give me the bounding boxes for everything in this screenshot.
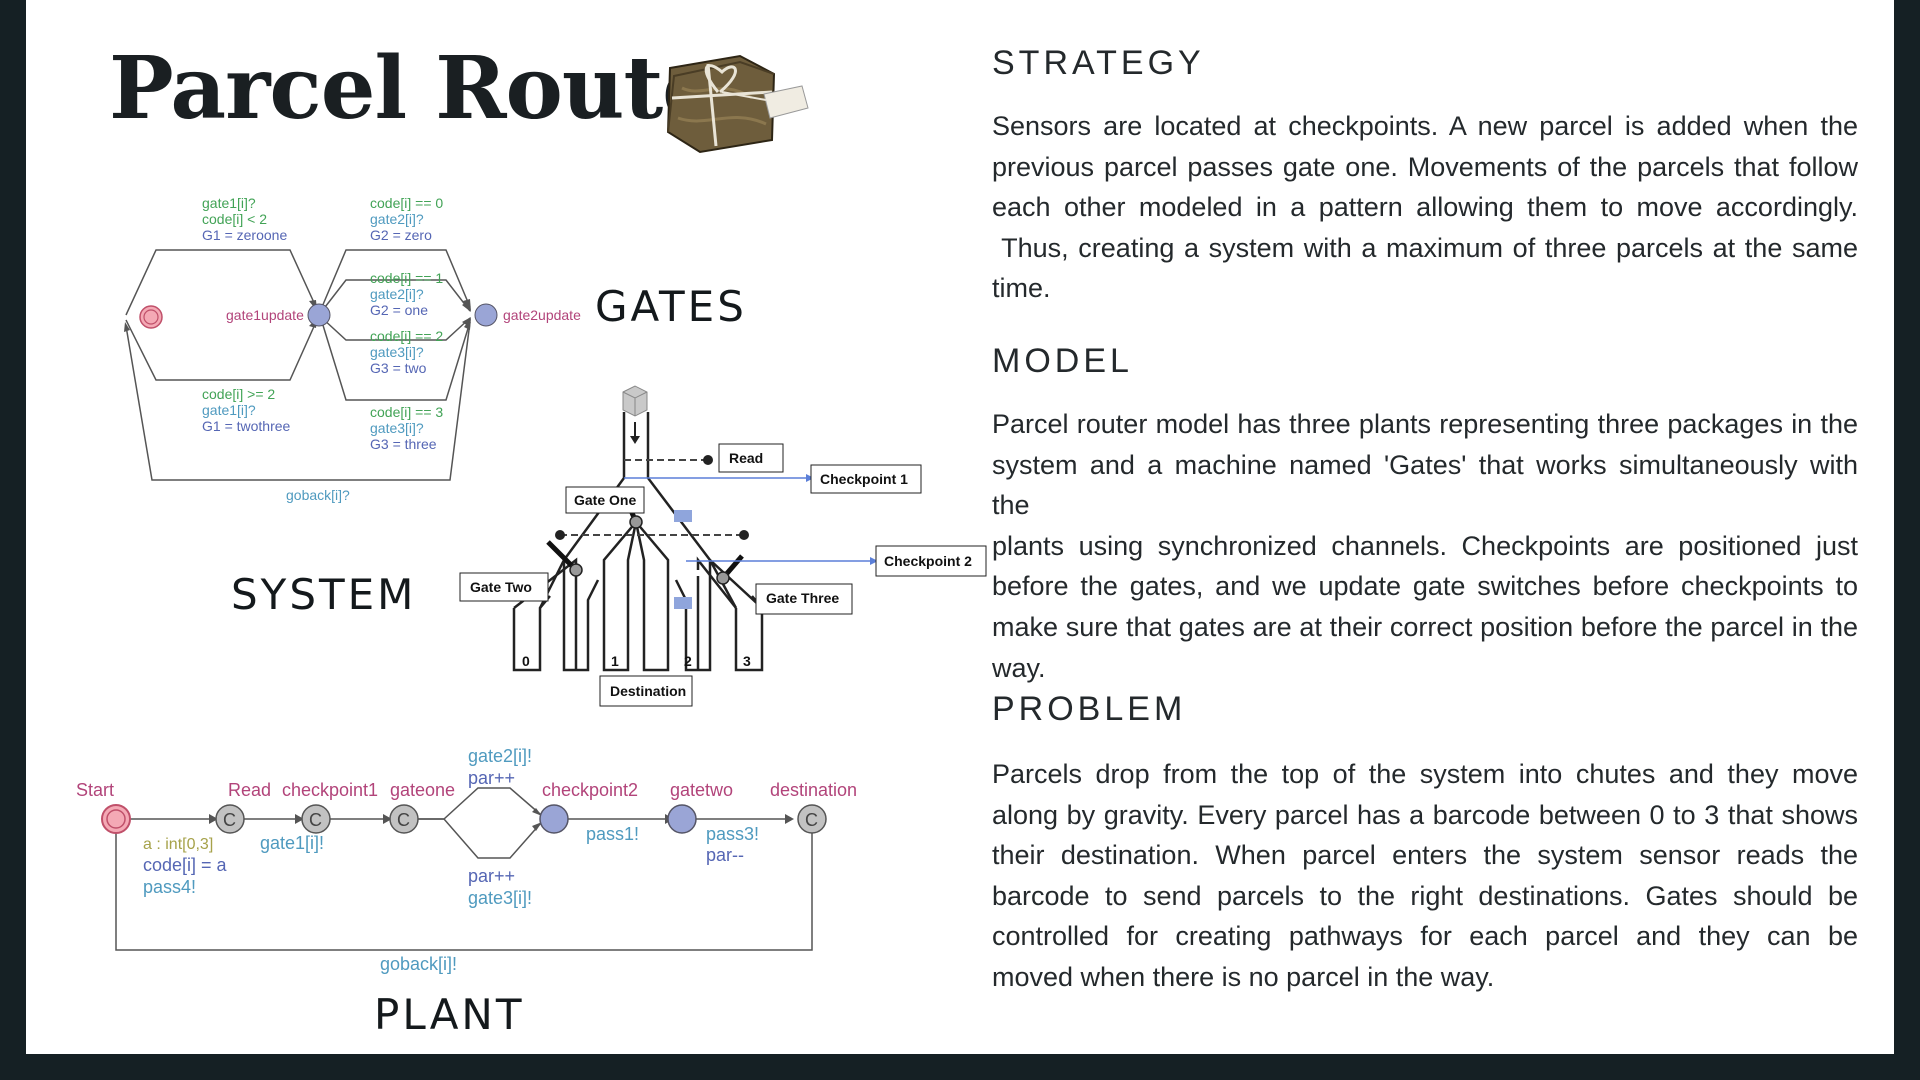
- plant-location-read: Read: [228, 780, 271, 800]
- gates-label: code[i] == 0: [370, 195, 443, 211]
- text-line: Thus, creating a system with a maximum o…: [992, 232, 1858, 263]
- plant-sync-label: pass3!: [706, 824, 759, 844]
- committed-location: C: [389, 804, 419, 834]
- strategy-heading: STRATEGY: [992, 44, 1205, 82]
- model-text: Parcel router model has three plants rep…: [992, 404, 1858, 688]
- svg-text:C: C: [223, 810, 236, 830]
- gates-location-gate2update: gate2update: [503, 307, 581, 323]
- gates-label: gate3[i]?: [370, 420, 424, 436]
- system-diagram: Read Checkpoint 1 Checkpoint 2 Gate One …: [459, 385, 987, 707]
- gates-label: G3 = two: [370, 360, 427, 376]
- gates-automaton: gate1update gate2update gate1[i]? code[i…: [124, 195, 581, 503]
- strategy-text: Sensors are located at checkpoints. A ne…: [992, 106, 1858, 309]
- gates-label: G2 = one: [370, 302, 428, 318]
- plant-update-label: par++: [468, 866, 515, 886]
- page-title: Parcel Router: [109, 38, 761, 139]
- plant-heading: PLANT: [374, 990, 525, 1039]
- system-heading: SYSTEM: [231, 570, 417, 619]
- committed-location: C: [797, 804, 827, 834]
- text-line: previous parcel passes gate one. Movemen…: [992, 151, 1858, 182]
- text-line: Parcels drop from the top of the system …: [992, 759, 1858, 789]
- gates-label: code[i] == 1: [370, 270, 443, 286]
- plant-automaton: C C C C Start Read checkpoint1 gateone c…: [76, 746, 857, 974]
- gates-label: G2 = zero: [370, 227, 432, 243]
- committed-location: C: [301, 804, 331, 834]
- parcel-icon: [666, 54, 809, 154]
- gates-label: gate2[i]?: [370, 286, 424, 302]
- gates-label: code[i] < 2: [202, 211, 267, 227]
- gates-label: gate1[i]?: [202, 195, 256, 211]
- plant-update-label: code[i] = a: [143, 855, 228, 875]
- chute-label: 3: [743, 653, 751, 669]
- text-line: barcode to send parcels to the right des…: [992, 880, 1858, 911]
- gates-label: code[i] == 3: [370, 404, 443, 420]
- plant-update-label: par++: [468, 768, 515, 788]
- gate-two-label: Gate Two: [470, 579, 532, 595]
- plant-location-gatetwo: gatetwo: [670, 780, 733, 800]
- plant-sync-label: pass1!: [586, 824, 639, 844]
- read-sensor-label: Read: [729, 450, 763, 466]
- text-line: their destination. When parcel enters th…: [992, 840, 1858, 871]
- svg-text:C: C: [309, 810, 322, 830]
- destination-label: Destination: [610, 683, 686, 699]
- checkpoint1-label: Checkpoint 1: [820, 471, 908, 487]
- gates-heading: GATES: [595, 282, 747, 331]
- gates-label: code[i] >= 2: [202, 386, 275, 402]
- chute-label: 0: [522, 653, 530, 669]
- gates-label: gate1[i]?: [202, 402, 256, 418]
- gates-label: gate3[i]?: [370, 344, 424, 360]
- plant-location-destination: destination: [770, 780, 857, 800]
- plant-goback-label: goback[i]!: [380, 954, 457, 974]
- text-line: way.: [992, 652, 1046, 683]
- text-line: time.: [992, 273, 1051, 304]
- gates-label: G1 = twothree: [202, 418, 291, 434]
- text-line: plants using synchronized channels. Chec…: [992, 530, 1858, 561]
- plant-location-checkpoint1: checkpoint1: [282, 780, 378, 800]
- model-heading: MODEL: [992, 342, 1133, 380]
- gates-location-gate1update: gate1update: [226, 307, 304, 323]
- text-line: along by gravity. Every parcel has a bar…: [992, 799, 1858, 830]
- chute-label: 1: [611, 653, 619, 669]
- text-line: controlled for creating pathways for eac…: [992, 921, 1858, 952]
- text-line: before the gates, and we update gate swi…: [992, 571, 1858, 602]
- plant-sync-label: pass4!: [143, 877, 196, 897]
- text-line: each other modeled in a pattern allowing…: [992, 192, 1858, 223]
- plant-select-label: a : int[0,3]: [143, 836, 213, 853]
- chute-label: 2: [684, 653, 692, 669]
- gate-three-label: Gate Three: [766, 590, 839, 606]
- text-line: Sensors are located at checkpoints. A ne…: [992, 111, 1858, 141]
- package-icon: [622, 385, 648, 417]
- gates-label: G1 = zeroone: [202, 227, 287, 243]
- plant-sync-label: gate1[i]!: [260, 833, 324, 853]
- checkpoint2-label: Checkpoint 2: [884, 553, 972, 569]
- plant-location-checkpoint2: checkpoint2: [542, 780, 638, 800]
- plant-sync-label: gate2[i]!: [468, 746, 532, 766]
- svg-text:C: C: [397, 810, 410, 830]
- gates-label: G3 = three: [370, 436, 437, 452]
- gate-one-label: Gate One: [574, 492, 636, 508]
- plant-update-label: par--: [706, 845, 744, 865]
- text-line: moved when there is no parcel in the way…: [992, 961, 1495, 992]
- gates-label: code[i] == 2: [370, 328, 443, 344]
- problem-heading: PROBLEM: [992, 690, 1187, 728]
- svg-text:C: C: [805, 810, 818, 830]
- gates-goback-label: goback[i]?: [286, 487, 350, 503]
- slide: Parcel Router: [26, 0, 1894, 1054]
- text-line: Parcel router model has three plants rep…: [992, 409, 1858, 439]
- plant-location-gateone: gateone: [390, 780, 455, 800]
- plant-sync-label: gate3[i]!: [468, 888, 532, 908]
- problem-text: Parcels drop from the top of the system …: [992, 754, 1858, 998]
- text-line: system and a machine named 'Gates' that …: [992, 449, 1858, 521]
- gates-label: gate2[i]?: [370, 211, 424, 227]
- text-line: make sure that gates are at their correc…: [992, 611, 1858, 642]
- plant-location-start: Start: [76, 780, 114, 800]
- committed-location: C: [215, 804, 245, 834]
